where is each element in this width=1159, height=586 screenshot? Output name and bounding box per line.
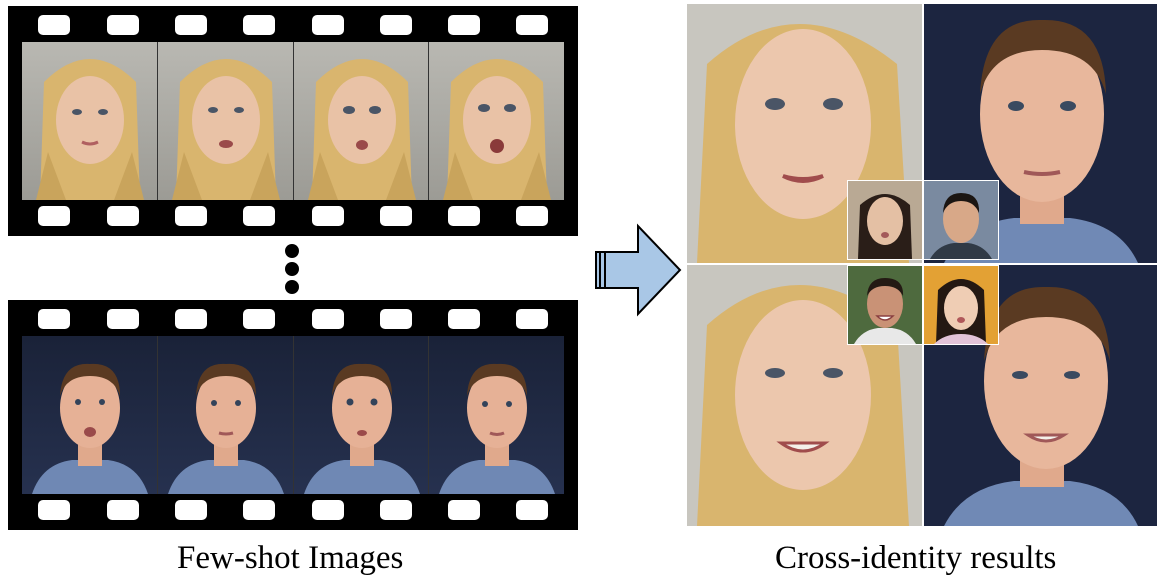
- arrow-right-icon: [595, 223, 682, 317]
- bottom-strip-sprocket-hole: [38, 309, 70, 329]
- top-strip-sprocket-hole: [38, 15, 70, 35]
- caption-few-shot: Few-shot Images: [177, 540, 404, 576]
- top-strip-sprocket-hole: [516, 15, 548, 35]
- bottom-strip-sprocket-hole: [312, 500, 344, 520]
- top-strip-sprocket-hole: [243, 15, 275, 35]
- woman-frame-1: [22, 42, 158, 200]
- bottom-strip-sprocket-hole: [516, 500, 548, 520]
- ellipsis-dot-1: [285, 244, 299, 258]
- cross-identity-grid: [687, 4, 1157, 526]
- driving-thumb-woman-asian: [847, 180, 923, 260]
- caption-cross-identity: Cross-identity results: [775, 540, 1057, 576]
- bottom-strip-sprocket-hole: [107, 309, 139, 329]
- bottom-strip-sprocket-hole: [243, 309, 275, 329]
- bottom-strip-sprocket-hole: [243, 500, 275, 520]
- bottom-strip-sprocket-hole: [175, 500, 207, 520]
- top-strip-sprocket-hole: [312, 206, 344, 226]
- top-strip-sprocket-hole: [243, 206, 275, 226]
- man-frames: [22, 336, 564, 494]
- bottom-strip-sprocket-hole: [448, 500, 480, 520]
- top-strip-sprocket-hole: [448, 206, 480, 226]
- top-strip-sprocket-hole: [107, 206, 139, 226]
- top-strip-sprocket-hole: [380, 206, 412, 226]
- woman-frame-2: [157, 42, 294, 200]
- result-man-top: [924, 4, 1157, 263]
- top-strip-sprocket-hole: [107, 15, 139, 35]
- bottom-strip-sprocket-hole: [312, 309, 344, 329]
- bottom-strip-sprocket-hole: [175, 309, 207, 329]
- man-frame-3: [293, 336, 430, 494]
- top-strip-sprocket-hole: [175, 15, 207, 35]
- woman-frame-4: [429, 42, 564, 200]
- top-strip-sprocket-hole: [312, 15, 344, 35]
- bottom-strip-sprocket-hole: [107, 500, 139, 520]
- top-strip-sprocket-hole: [38, 206, 70, 226]
- bottom-strip-sprocket-hole: [448, 309, 480, 329]
- man-frame-2: [157, 336, 294, 494]
- bottom-strip-sprocket-hole: [38, 500, 70, 520]
- driving-thumb-man-smiling: [847, 265, 923, 345]
- woman-frames: [22, 42, 564, 200]
- man-frame-4: [429, 336, 564, 494]
- bottom-strip-sprocket-hole: [516, 309, 548, 329]
- top-strip-sprocket-hole: [448, 15, 480, 35]
- bottom-strip-sprocket-hole: [380, 500, 412, 520]
- top-strip-sprocket-hole: [175, 206, 207, 226]
- film-strip-man: [8, 300, 578, 530]
- top-strip-sprocket-hole: [516, 206, 548, 226]
- driving-thumb-woman-orange-bg: [923, 265, 999, 345]
- ellipsis-dot-3: [285, 280, 299, 294]
- bottom-strip-sprocket-hole: [380, 309, 412, 329]
- film-strip-woman: [8, 6, 578, 236]
- driving-thumb-man-asian: [923, 180, 999, 260]
- man-frame-1: [22, 336, 158, 494]
- top-strip-sprocket-hole: [380, 15, 412, 35]
- ellipsis-dot-2: [285, 262, 299, 276]
- result-man-bottom: [924, 265, 1157, 526]
- woman-frame-3: [293, 42, 430, 200]
